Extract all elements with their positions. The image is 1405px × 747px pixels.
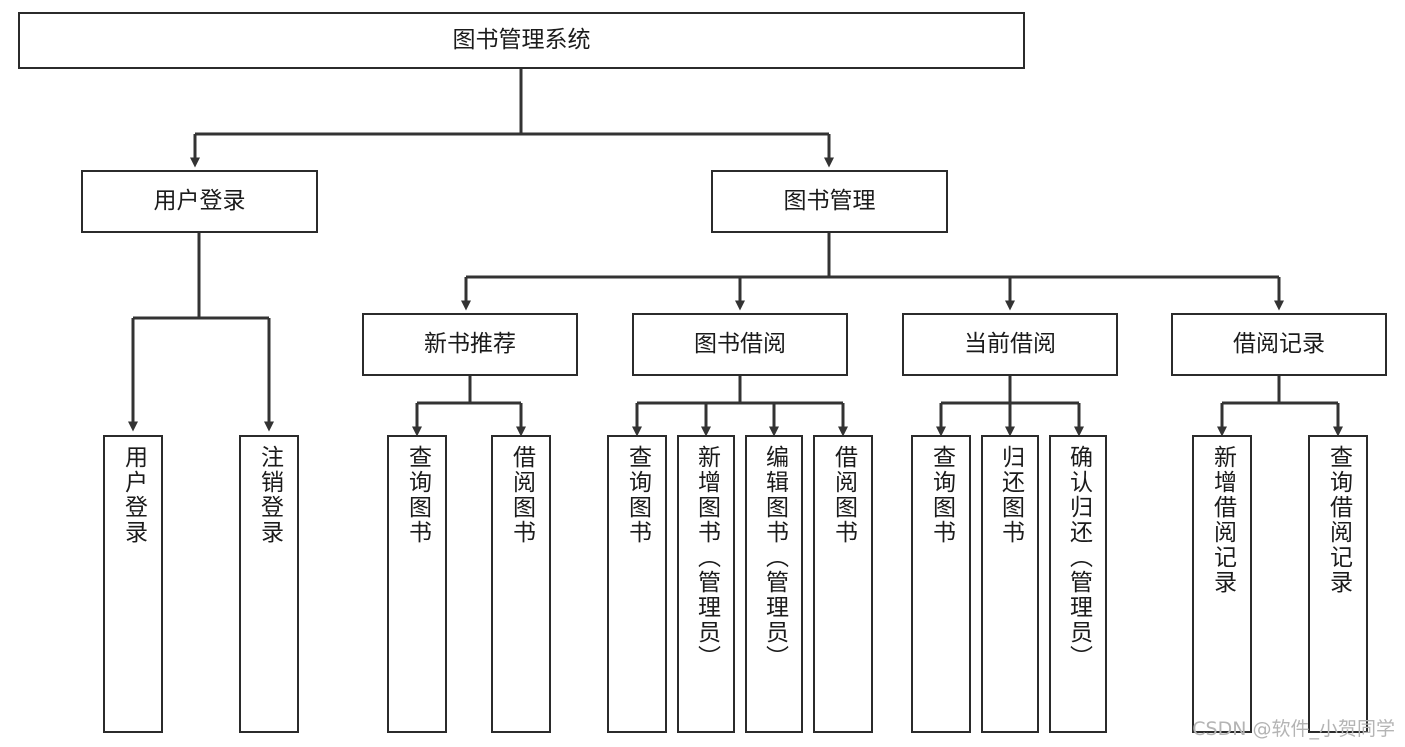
leaf-book-borrow-borrow[interactable]: 借阅图书	[813, 435, 873, 733]
leaf-current-borrow-confirm-return-admin[interactable]: 确认归还（管理员）	[1049, 435, 1107, 733]
node-label: 借阅图书	[830, 445, 857, 545]
leaf-user-login-logout[interactable]: 注销登录	[239, 435, 299, 733]
node-user-login[interactable]: 用户登录	[81, 170, 318, 233]
node-label: 图书借阅	[694, 330, 786, 357]
node-label: 新增借阅记录	[1209, 445, 1236, 595]
node-label: 图书管理系统	[452, 26, 591, 53]
node-label: 查询借阅记录	[1325, 445, 1352, 595]
node-new-book-recommendation[interactable]: 新书推荐	[362, 313, 578, 376]
node-label: 新增图书（管理员）	[693, 445, 720, 670]
node-label: 用户登录	[120, 445, 147, 545]
node-label: 查询图书	[928, 445, 955, 545]
node-current-borrowing[interactable]: 当前借阅	[902, 313, 1118, 376]
leaf-current-borrow-query[interactable]: 查询图书	[911, 435, 971, 733]
leaf-book-borrow-query[interactable]: 查询图书	[607, 435, 667, 733]
node-label: 确认归还（管理员）	[1065, 445, 1092, 670]
node-label: 归还图书	[997, 445, 1024, 545]
node-label: 图书管理	[783, 187, 876, 214]
leaf-record-add[interactable]: 新增借阅记录	[1192, 435, 1252, 733]
node-label: 编辑图书（管理员）	[761, 445, 788, 670]
node-label: 借阅记录	[1233, 330, 1325, 357]
leaf-user-login-login[interactable]: 用户登录	[103, 435, 163, 733]
node-label: 查询图书	[624, 445, 651, 545]
node-label: 借阅图书	[508, 445, 535, 545]
leaf-book-borrow-add-admin[interactable]: 新增图书（管理员）	[677, 435, 735, 733]
node-book-management[interactable]: 图书管理	[711, 170, 948, 233]
node-label: 用户登录	[153, 187, 246, 214]
node-label: 查询图书	[404, 445, 431, 545]
node-book-borrowing[interactable]: 图书借阅	[632, 313, 848, 376]
node-root-book-management-system[interactable]: 图书管理系统	[18, 12, 1025, 69]
node-borrowing-records[interactable]: 借阅记录	[1171, 313, 1387, 376]
leaf-new-book-query[interactable]: 查询图书	[387, 435, 447, 733]
leaf-current-borrow-return[interactable]: 归还图书	[981, 435, 1039, 733]
node-label: 新书推荐	[424, 330, 516, 357]
watermark: CSDN @软件_小贺同学	[1192, 718, 1395, 740]
leaf-new-book-borrow[interactable]: 借阅图书	[491, 435, 551, 733]
node-label: 当前借阅	[964, 330, 1056, 357]
leaf-book-borrow-edit-admin[interactable]: 编辑图书（管理员）	[745, 435, 803, 733]
node-label: 注销登录	[256, 445, 283, 545]
leaf-record-query[interactable]: 查询借阅记录	[1308, 435, 1368, 733]
